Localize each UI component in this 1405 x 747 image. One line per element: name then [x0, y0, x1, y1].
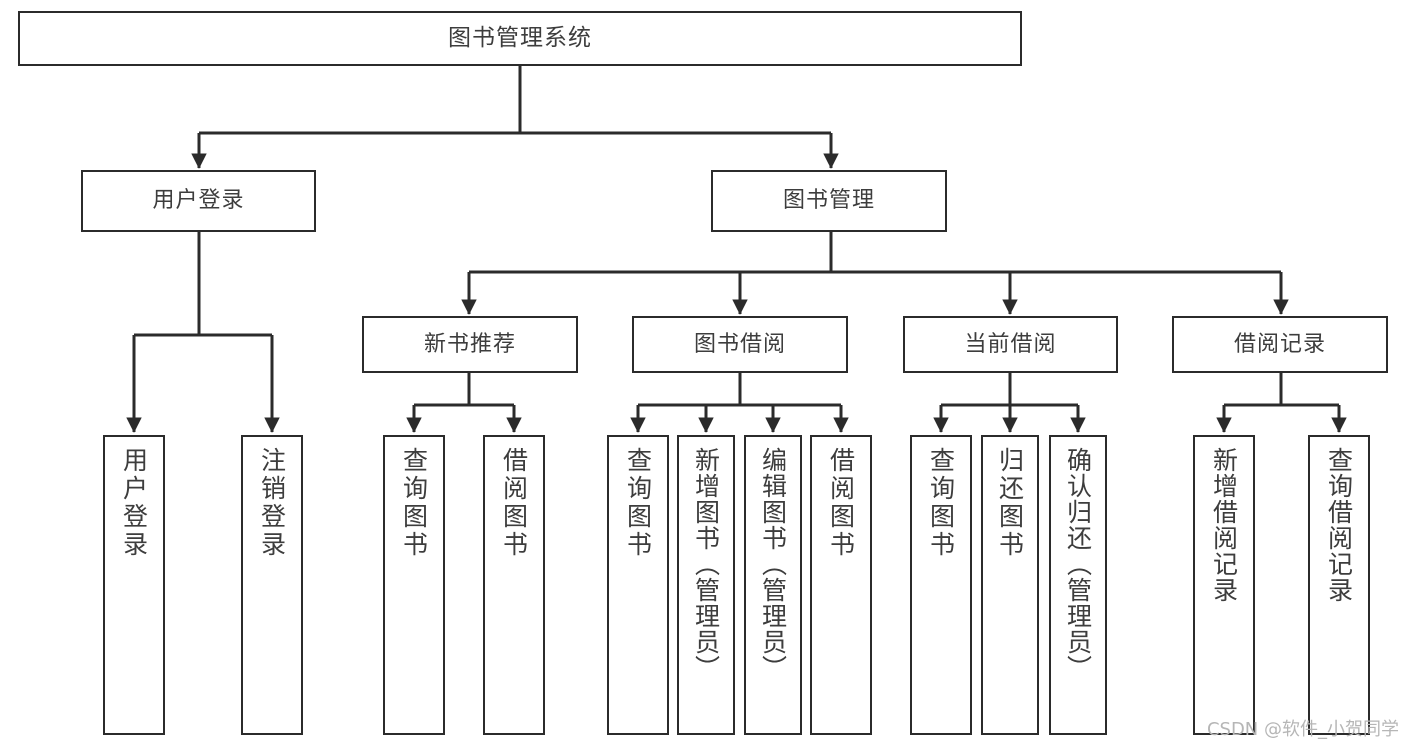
node-leaf-query-borrow-record[interactable]: 查询借阅记录 — [1308, 435, 1370, 735]
node-label: 当前借阅 — [964, 331, 1057, 357]
node-label: 新增借阅记录 — [1209, 447, 1239, 603]
node-label: 归还图书 — [995, 447, 1025, 559]
node-leaf-user-login[interactable]: 用户登录 — [103, 435, 165, 735]
node-label: 图书管理 — [782, 188, 875, 214]
node-label: 借阅图书 — [826, 447, 856, 559]
node-leaf-confirm-return-admin[interactable]: 确认归还（管理员） — [1049, 435, 1107, 735]
node-leaf-add-borrow-record[interactable]: 新增借阅记录 — [1193, 435, 1255, 735]
node-label: 查询图书 — [623, 447, 653, 559]
node-leaf-add-book-admin[interactable]: 新增图书（管理员） — [677, 435, 735, 735]
node-label: 借阅记录 — [1233, 331, 1326, 357]
node-book-borrow[interactable]: 图书借阅 — [632, 316, 848, 373]
node-leaf-query-book-current[interactable]: 查询图书 — [910, 435, 972, 735]
node-new-book-recommend[interactable]: 新书推荐 — [362, 316, 578, 373]
node-label: 图书借阅 — [693, 331, 786, 357]
node-root-book-management-system[interactable]: 图书管理系统 — [18, 11, 1022, 66]
node-book-manage[interactable]: 图书管理 — [711, 170, 947, 232]
node-label: 确认归还（管理员） — [1063, 447, 1093, 681]
node-user-login[interactable]: 用户登录 — [81, 170, 316, 232]
node-label: 用户登录 — [152, 188, 245, 214]
node-leaf-borrow-book-recommend[interactable]: 借阅图书 — [483, 435, 545, 735]
node-label: 借阅图书 — [499, 447, 529, 559]
node-label: 用户登录 — [119, 447, 149, 559]
node-label: 查询借阅记录 — [1324, 447, 1354, 603]
node-current-borrow[interactable]: 当前借阅 — [903, 316, 1118, 373]
csdn-watermark: CSDN @软件_小贺同学 — [1206, 719, 1399, 740]
node-leaf-query-book-borrow[interactable]: 查询图书 — [607, 435, 669, 735]
node-borrow-record[interactable]: 借阅记录 — [1172, 316, 1388, 373]
node-label: 新增图书（管理员） — [691, 447, 721, 681]
node-label: 新书推荐 — [423, 331, 516, 357]
node-leaf-return-book[interactable]: 归还图书 — [981, 435, 1039, 735]
node-label: 编辑图书（管理员） — [758, 447, 788, 681]
node-leaf-borrow-book-borrow[interactable]: 借阅图书 — [810, 435, 872, 735]
node-leaf-edit-book-admin[interactable]: 编辑图书（管理员） — [744, 435, 802, 735]
node-label: 注销登录 — [257, 447, 287, 559]
node-leaf-query-book-recommend[interactable]: 查询图书 — [383, 435, 445, 735]
node-label: 图书管理系统 — [448, 24, 592, 51]
node-leaf-user-logout[interactable]: 注销登录 — [241, 435, 303, 735]
node-label: 查询图书 — [399, 447, 429, 559]
node-label: 查询图书 — [926, 447, 956, 559]
